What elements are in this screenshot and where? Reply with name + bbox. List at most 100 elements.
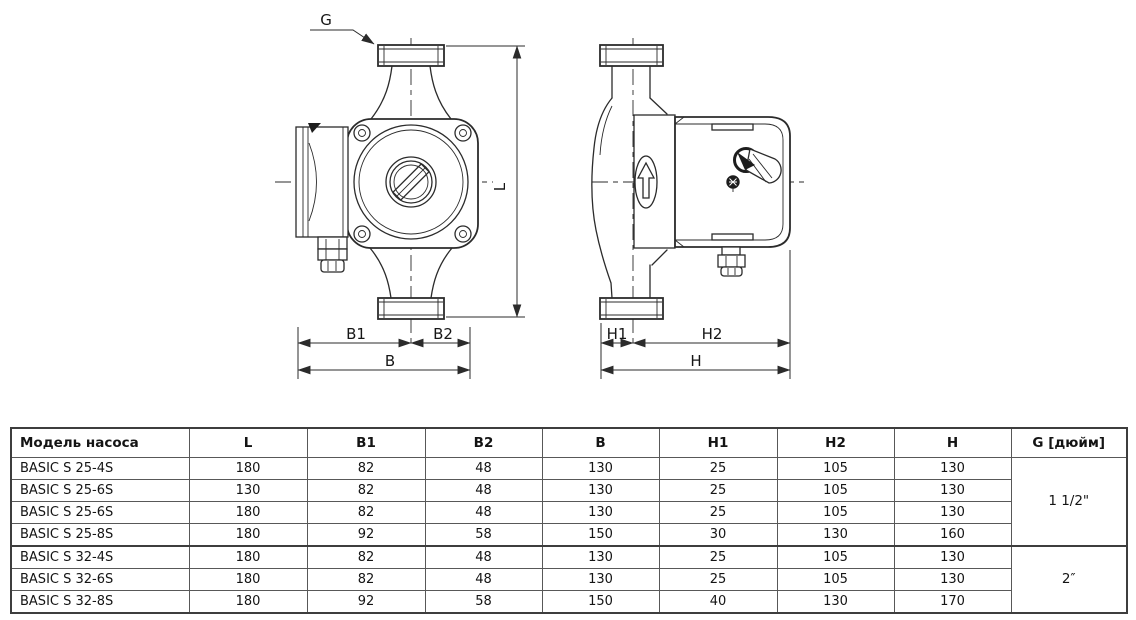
cell-b2: 48	[424, 501, 543, 524]
table-row: BASIC S 25-8S 180 92 58 150 30 130 160	[10, 523, 1127, 547]
cell-l: 180	[188, 545, 308, 569]
speed-selector-knob	[733, 147, 782, 184]
cell-b: 130	[541, 545, 660, 569]
cell-h: 130	[893, 479, 1012, 502]
dimensions-table: Модель насоса L B1 B2 B H1 H2 H G [дюйм]…	[10, 427, 1128, 614]
motor-bottom-rib	[711, 233, 754, 241]
header-h1: H1	[658, 427, 778, 458]
cell-model: BASIC S 25-6S	[10, 479, 190, 502]
cell-model: BASIC S 25-6S	[10, 501, 190, 524]
dim-label-h2: H2	[702, 325, 723, 343]
table-row: BASIC S 32-4S 180 82 48 130 25 105 130 2…	[10, 545, 1128, 614]
side-top-union-nut	[599, 44, 664, 67]
cell-model: BASIC S 32-6S	[10, 568, 190, 591]
pump-top-neck	[370, 65, 393, 120]
terminal-box-clip	[308, 123, 321, 133]
cell-h2: 105	[776, 457, 895, 480]
dim-label-b1: B1	[346, 325, 366, 343]
cell-b: 150	[541, 590, 660, 614]
cell-b1: 82	[306, 568, 426, 591]
cell-h1: 25	[658, 501, 778, 524]
cell-h: 130	[893, 457, 1012, 480]
table-row: BASIC S 32-6S 180 82 48 130 25 105 130	[10, 568, 1127, 591]
dim-label-g: G	[320, 11, 332, 29]
cell-h: 160	[893, 523, 1012, 547]
cell-g-group-2: 2″	[1010, 545, 1128, 614]
cell-h: 170	[893, 590, 1012, 614]
adjustment-screw	[726, 175, 740, 192]
cell-h2: 105	[776, 545, 895, 569]
pump-bottom-neck	[430, 247, 453, 299]
cell-b1: 82	[306, 545, 426, 569]
cell-l: 180	[188, 501, 308, 524]
cell-b: 130	[541, 457, 660, 480]
dim-label-b: B	[385, 352, 395, 370]
cell-l: 130	[188, 479, 308, 502]
front-view: G	[275, 11, 525, 379]
cell-model: BASIC S 32-8S	[10, 590, 190, 614]
cell-l: 180	[188, 457, 308, 480]
cell-h: 130	[893, 501, 1012, 524]
pump-technical-drawing: G	[275, 11, 806, 379]
header-h2: H2	[776, 427, 895, 458]
cell-b1: 82	[306, 457, 426, 480]
cell-b: 130	[541, 479, 660, 502]
table-header-row: Модель насоса L B1 B2 B H1 H2 H G [дюйм]	[10, 427, 1128, 458]
cell-b1: 92	[306, 590, 426, 614]
table-row: BASIC S 25-6S 180 82 48 130 25 105 130	[10, 501, 1127, 524]
cell-model: BASIC S 25-4S	[10, 457, 190, 480]
dim-label-h: H	[690, 352, 701, 370]
volute-housing	[591, 65, 668, 299]
cell-h2: 105	[776, 568, 895, 591]
side-view: H1 H2 H	[591, 38, 806, 379]
cell-b: 130	[541, 501, 660, 524]
cell-b2: 58	[424, 590, 543, 614]
flow-direction-arrow	[636, 161, 656, 199]
table-row: BASIC S 25-4S 180 82 48 130 25 105 130 1…	[10, 457, 1128, 547]
pump-top-neck	[429, 65, 452, 120]
cell-h: 130	[893, 568, 1012, 591]
cell-h2: 105	[776, 501, 895, 524]
shaft-plug	[385, 156, 437, 208]
bottom-union-nut	[377, 297, 445, 320]
dim-label-l: L	[491, 182, 509, 191]
header-l: L	[188, 427, 308, 458]
cell-b1: 82	[306, 479, 426, 502]
dimension-H-group: H1 H2 H	[600, 250, 791, 379]
cable-gland-front	[317, 236, 348, 273]
cell-b1: 82	[306, 501, 426, 524]
side-bottom-union-nut	[599, 297, 664, 320]
header-b: B	[541, 427, 660, 458]
header-model: Модель насоса	[10, 427, 190, 458]
cell-b2: 48	[424, 568, 543, 591]
cell-h2: 105	[776, 479, 895, 502]
cell-b: 130	[541, 568, 660, 591]
cell-h1: 25	[658, 479, 778, 502]
cell-l: 180	[188, 523, 308, 547]
dimension-B-group: B1 B2 B	[297, 325, 471, 379]
cell-b: 150	[541, 523, 660, 547]
cell-b2: 48	[424, 479, 543, 502]
top-union-nut	[377, 44, 445, 67]
cell-b2: 58	[424, 523, 543, 547]
cell-model: BASIC S 32-4S	[10, 545, 190, 569]
dim-label-b2: B2	[433, 325, 453, 343]
cell-h2: 130	[776, 523, 895, 547]
header-b2: B2	[424, 427, 543, 458]
cell-model: BASIC S 25-8S	[10, 523, 190, 547]
cell-h1: 30	[658, 523, 778, 547]
cell-h1: 25	[658, 568, 778, 591]
table-row: BASIC S 25-6S 130 82 48 130 25 105 130	[10, 479, 1127, 502]
header-h: H	[893, 427, 1012, 458]
cell-h1: 25	[658, 545, 778, 569]
cell-g-group-1: 1 1/2"	[1010, 457, 1128, 547]
cell-b2: 48	[424, 457, 543, 480]
cell-h1: 25	[658, 457, 778, 480]
flow-direction-oval	[634, 155, 658, 209]
cell-l: 180	[188, 590, 308, 614]
cell-h2: 130	[776, 590, 895, 614]
terminal-box	[295, 123, 349, 238]
cell-l: 180	[188, 568, 308, 591]
cell-b1: 92	[306, 523, 426, 547]
